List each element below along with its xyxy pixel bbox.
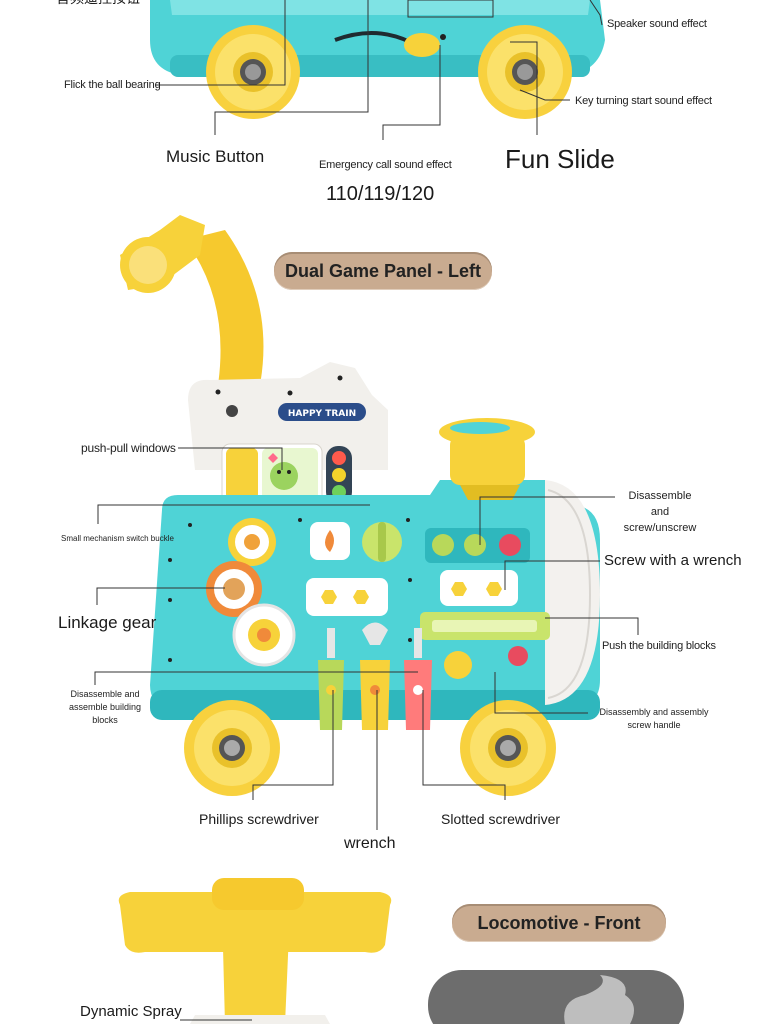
screw-plate-right <box>425 528 530 606</box>
smoke-preview <box>428 970 684 1024</box>
emergency-numbers: 110/119/120 <box>326 183 435 205</box>
train-handle <box>120 215 264 385</box>
dual-game-panel-title: Dual Game Panel - Left <box>274 252 492 290</box>
switch-buckle-label: Small mechanism switch buckle <box>61 534 174 543</box>
phillips-screwdriver-label: Phillips screwdriver <box>199 811 319 827</box>
push-blocks-label: Push the building blocks <box>602 640 716 652</box>
top-wheel-left <box>206 25 300 119</box>
train-wheel-left <box>184 700 280 796</box>
tool-phillips <box>318 628 344 730</box>
train-wheel-right <box>460 700 556 796</box>
music-button-label: Music Button <box>166 147 265 166</box>
locomotive-front-title: Locomotive - Front <box>452 904 666 942</box>
push-pull-windows-label: push-pull windows <box>81 441 176 455</box>
screw-plate-center <box>306 578 388 616</box>
bottom-handle <box>118 878 392 1024</box>
building-block-tray <box>420 612 550 679</box>
key-turning-label: Key turning start sound effect <box>575 95 712 107</box>
train-cab: HAPPY TRAIN <box>188 362 388 505</box>
screw-handle-label: Disassembly and assembly screw handle <box>599 707 709 730</box>
gear-bottom <box>232 603 296 667</box>
tool-slotted <box>404 628 432 730</box>
top-wheel-right <box>478 25 572 119</box>
top-leader-lines <box>155 0 603 140</box>
wrench-label: wrench <box>344 835 396 852</box>
fun-slide-label: Fun Slide <box>505 144 615 174</box>
panel-leader-lines <box>94 447 639 830</box>
linkage-gear-label: Linkage gear <box>58 613 157 632</box>
tool-wrench <box>360 622 390 730</box>
gear-middle <box>206 561 262 617</box>
disassemble-blocks-label: Disassemble and assemble building blocks <box>68 689 142 725</box>
gear-top <box>228 518 276 566</box>
speaker-sound-label: Speaker sound effect <box>607 18 707 30</box>
disassemble-screw-label: Disassemble and screw/unscrew <box>623 490 697 534</box>
panel-knob <box>310 522 402 562</box>
ball-bearing-label: Flick the ball bearing <box>64 79 161 91</box>
train-badge-text: HAPPY TRAIN <box>288 409 356 419</box>
cropped-top-label: 音频遥控按钮 <box>56 0 140 8</box>
slotted-screwdriver-label: Slotted screwdriver <box>441 811 561 827</box>
emergency-call-label: Emergency call sound effect <box>319 159 452 171</box>
screw-wrench-label: Screw with a wrench <box>604 552 742 569</box>
dynamic-spray-label: Dynamic Spray <box>80 1003 182 1020</box>
